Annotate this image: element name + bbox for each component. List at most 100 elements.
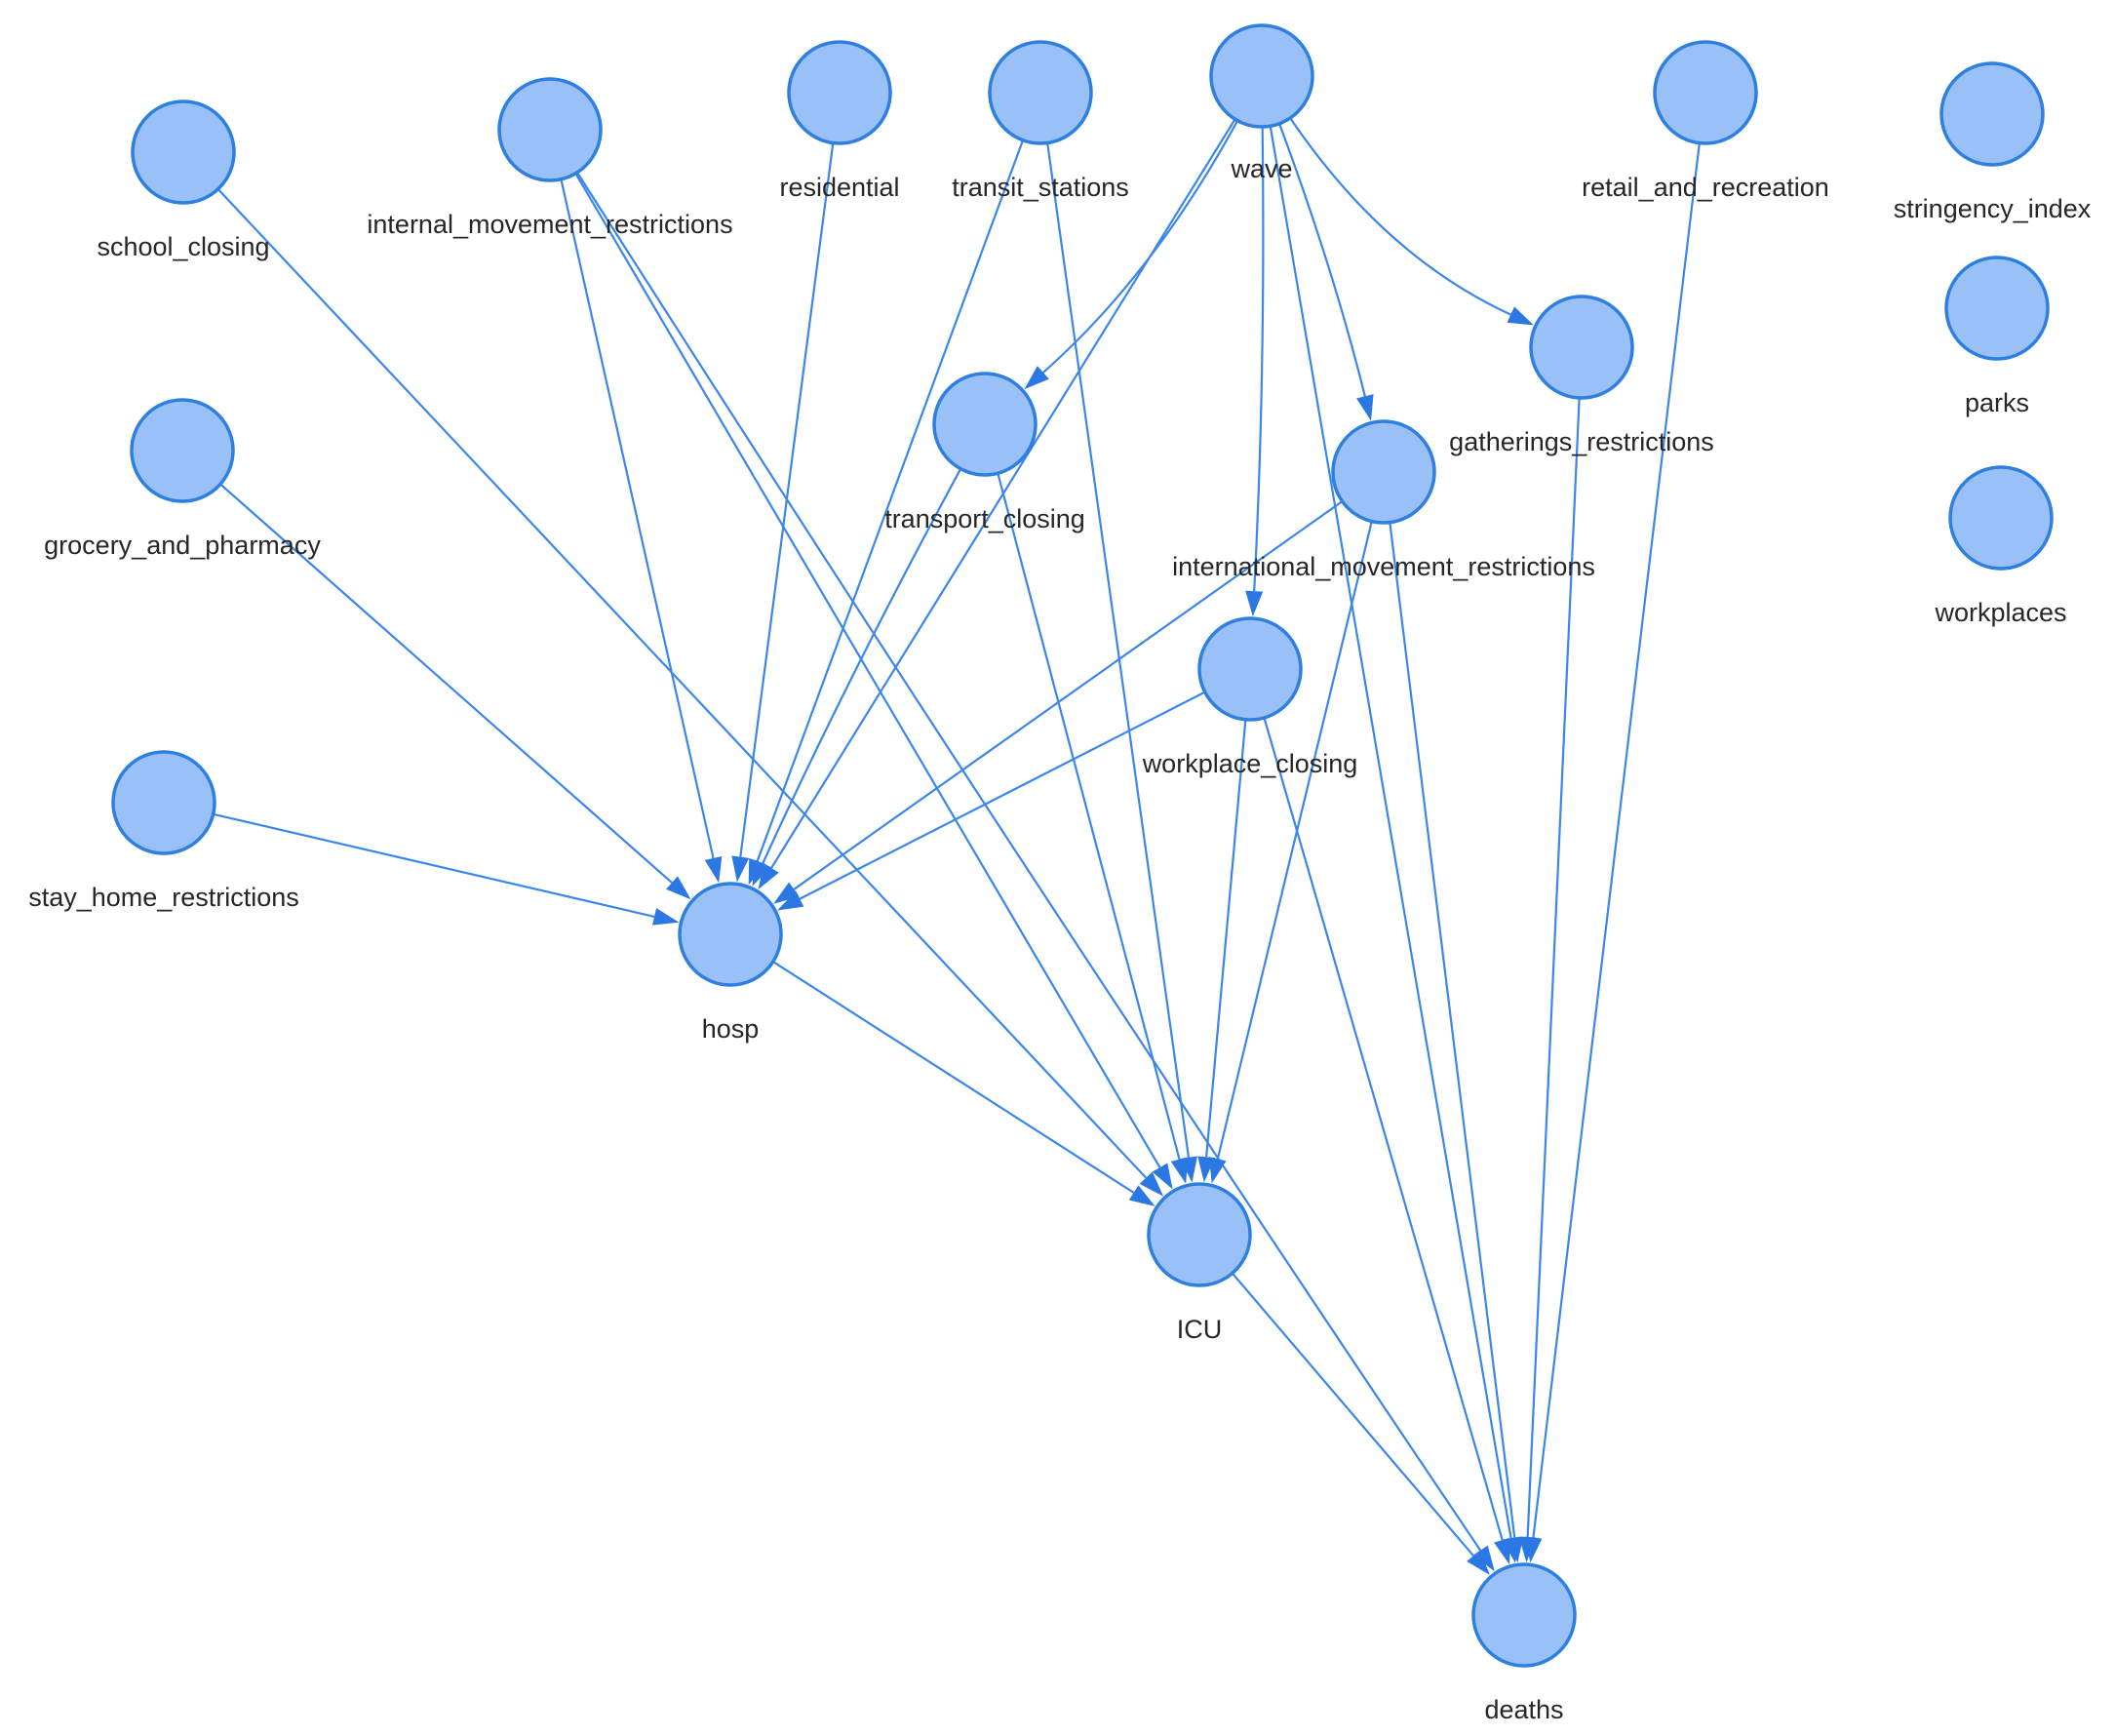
- edge-wave-to-international_movement_restrictions: [1278, 123, 1366, 397]
- arrowhead-transport_closing-to-hosp: [752, 859, 771, 887]
- arrowhead-wave-to-international_movement_restrictions: [1356, 394, 1374, 421]
- edge-wave-to-gatherings_restrictions: [1289, 117, 1511, 316]
- edges-layer: [213, 117, 1701, 1575]
- edge-international_movement_restrictions-to-hosp: [793, 500, 1344, 890]
- node-circle[interactable]: [131, 99, 236, 205]
- node-label: transport_closing: [884, 504, 1085, 533]
- arrowhead-international_movement_restrictions-to-ICU: [1209, 1157, 1227, 1184]
- node-label: wave: [1230, 154, 1292, 183]
- node-grocery_and_pharmacy[interactable]: grocery_and_pharmacy: [44, 398, 321, 560]
- node-residential[interactable]: residential: [779, 40, 900, 202]
- node-circle[interactable]: [787, 40, 892, 145]
- edge-transit_stations-to-ICU: [1046, 142, 1191, 1158]
- node-label: stay_home_restrictions: [28, 883, 299, 912]
- node-hosp[interactable]: hosp: [678, 882, 783, 1044]
- edge-transport_closing-to-ICU: [997, 472, 1181, 1160]
- node-label: workplace_closing: [1142, 749, 1358, 778]
- node-retail_and_recreation[interactable]: retail_and_recreation: [1582, 40, 1829, 202]
- arrowhead-workplace_closing-to-hosp: [777, 890, 804, 911]
- node-transit_stations[interactable]: transit_stations: [952, 40, 1129, 202]
- edge-transit_stations-to-hosp: [756, 139, 1025, 862]
- node-circle[interactable]: [1529, 295, 1634, 400]
- node-circle[interactable]: [1209, 23, 1314, 129]
- node-circle[interactable]: [1939, 61, 2045, 167]
- node-circle[interactable]: [1471, 1562, 1577, 1668]
- edge-internal_movement_restrictions-to-hosp: [560, 178, 715, 859]
- edge-internal_movement_restrictions-to-deaths: [576, 172, 1482, 1552]
- edge-gatherings_restrictions-to-deaths: [1526, 397, 1581, 1538]
- node-circle[interactable]: [932, 372, 1038, 477]
- edge-workplace_closing-to-deaths: [1263, 717, 1504, 1541]
- arrowhead-transport_closing-to-ICU: [1170, 1157, 1189, 1184]
- node-stay_home_restrictions[interactable]: stay_home_restrictions: [28, 750, 299, 912]
- edge-school_closing-to-ICU: [216, 188, 1148, 1179]
- edge-transport_closing-to-hosp: [762, 468, 962, 864]
- edge-stay_home_restrictions-to-hosp: [213, 812, 655, 918]
- node-label: stringency_index: [1894, 194, 2092, 223]
- node-circle[interactable]: [1147, 1182, 1252, 1287]
- arrowhead-international_movement_restrictions-to-hosp: [773, 882, 800, 904]
- arrowhead-workplace_closing-to-ICU: [1197, 1156, 1216, 1183]
- arrowhead-wave-to-gatherings_restrictions: [1507, 306, 1534, 326]
- node-circle[interactable]: [1197, 616, 1303, 722]
- node-label: retail_and_recreation: [1582, 173, 1829, 202]
- edge-international_movement_restrictions-to-deaths: [1389, 522, 1516, 1538]
- edge-workplace_closing-to-hosp: [799, 690, 1206, 900]
- edge-internal_movement_restrictions-to-ICU: [574, 173, 1161, 1168]
- node-circle[interactable]: [988, 40, 1093, 145]
- node-label: transit_stations: [952, 173, 1129, 202]
- node-circle[interactable]: [130, 398, 235, 503]
- node-label: internal_movement_restrictions: [367, 210, 732, 239]
- edge-international_movement_restrictions-to-ICU: [1216, 521, 1373, 1160]
- arrowhead-stay_home_restrictions-to-hosp: [652, 908, 680, 926]
- node-circle[interactable]: [1944, 256, 2050, 361]
- edge-wave-to-transport_closing: [1042, 120, 1239, 374]
- arrowhead-internal_movement_restrictions-to-hosp: [704, 855, 723, 884]
- arrowhead-workplace_closing-to-deaths: [1494, 1537, 1511, 1565]
- node-internal_movement_restrictions[interactable]: internal_movement_restrictions: [367, 77, 733, 239]
- node-deaths[interactable]: deaths: [1471, 1562, 1577, 1724]
- arrowhead-residential-to-hosp: [731, 855, 750, 883]
- arrowhead-ICU-to-deaths: [1467, 1550, 1490, 1575]
- node-wave[interactable]: wave: [1209, 23, 1314, 183]
- node-circle[interactable]: [111, 750, 216, 855]
- node-school_closing[interactable]: school_closing: [97, 99, 270, 261]
- node-workplaces[interactable]: workplaces: [1934, 465, 2067, 627]
- node-circle[interactable]: [1331, 419, 1436, 525]
- node-international_movement_restrictions[interactable]: international_movement_restrictions: [1172, 419, 1595, 581]
- edge-ICU-to-deaths: [1231, 1272, 1474, 1557]
- node-label: ICU: [1177, 1315, 1223, 1344]
- edge-retail_and_recreation-to-deaths: [1532, 142, 1701, 1538]
- node-circle[interactable]: [678, 882, 783, 987]
- node-circle[interactable]: [497, 77, 603, 182]
- node-stringency_index[interactable]: stringency_index: [1894, 61, 2092, 223]
- node-gatherings_restrictions[interactable]: gatherings_restrictions: [1449, 295, 1714, 456]
- arrowhead-grocery_and_pharmacy-to-hosp: [666, 876, 691, 900]
- arrowhead-wave-to-workplace_closing: [1245, 590, 1264, 617]
- node-label: gatherings_restrictions: [1449, 427, 1714, 456]
- node-transport_closing[interactable]: transport_closing: [884, 372, 1085, 533]
- edge-hosp-to-ICU: [772, 961, 1135, 1194]
- edge-wave-to-workplace_closing: [1253, 126, 1265, 592]
- node-label: parks: [1965, 388, 2029, 417]
- edge-wave-to-deaths: [1269, 126, 1512, 1539]
- node-label: workplaces: [1934, 598, 2066, 627]
- arrowhead-hosp-to-ICU: [1128, 1185, 1155, 1206]
- node-label: school_closing: [97, 232, 269, 261]
- arrowhead-retail_and_recreation-to-deaths: [1524, 1536, 1543, 1563]
- node-circle[interactable]: [1653, 40, 1758, 145]
- node-label: grocery_and_pharmacy: [44, 531, 321, 560]
- arrowhead-wave-to-transport_closing: [1024, 366, 1049, 390]
- arrowhead-school_closing-to-ICU: [1139, 1171, 1164, 1197]
- node-label: hosp: [702, 1014, 760, 1044]
- edge-residential-to-hosp: [739, 142, 835, 857]
- node-label: international_movement_restrictions: [1172, 552, 1595, 581]
- arrowhead-internal_movement_restrictions-to-ICU: [1152, 1163, 1173, 1190]
- node-circle[interactable]: [1948, 465, 2054, 571]
- node-parks[interactable]: parks: [1944, 256, 2050, 417]
- node-ICU[interactable]: ICU: [1147, 1182, 1252, 1344]
- edge-workplace_closing-to-ICU: [1205, 719, 1247, 1158]
- node-workplace_closing[interactable]: workplace_closing: [1142, 616, 1358, 778]
- nodes-layer: school_closing internal_movement_restrict…: [28, 23, 2092, 1724]
